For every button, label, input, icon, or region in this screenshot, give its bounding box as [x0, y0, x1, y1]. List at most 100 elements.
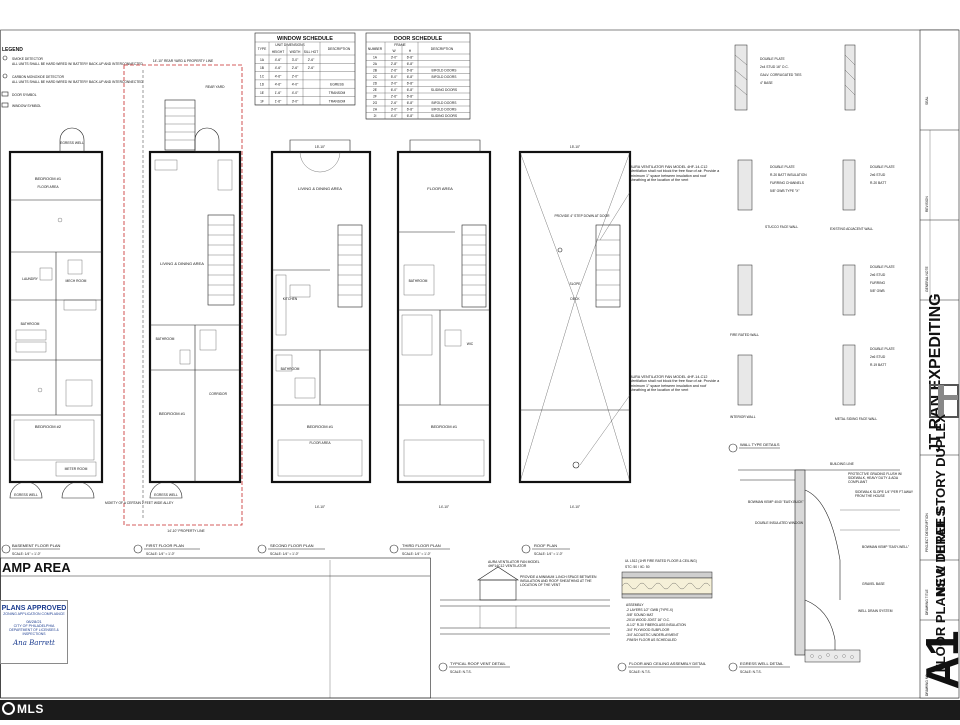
- plan-title: THIRD FLOOR PLAN: [402, 543, 441, 548]
- svg-text:2x6 STUD: 2x6 STUD: [870, 355, 886, 359]
- approval-stamp: PLANS APPROVED ZONING APPLICATION COMPLI…: [0, 600, 68, 664]
- project-description-label: PROJECT DESCRIPTION: [925, 513, 929, 552]
- door-schedule-cell: 5'-0": [391, 75, 398, 79]
- svg-text:R-19 BATT: R-19 BATT: [870, 363, 886, 367]
- plan-scale: SCALE: 1/4" = 1'-0": [402, 552, 432, 556]
- assembly-item: ASSEMBLY: [626, 603, 644, 607]
- detail-scale: SCALE: N.T.S.: [629, 670, 651, 674]
- legend: LEGEND SMOKE DETECTOR ALL UNITS SHALL BE…: [1, 47, 143, 108]
- svg-text:FURRING: FURRING: [870, 281, 885, 285]
- door-schedule-cell: 6'-8": [407, 69, 414, 73]
- roof-vent-detail: AURA VENTILATOR FAN MODEL 4HF14C12 VENTI…: [438, 560, 610, 674]
- window-schedule-cell: EGRESS: [330, 83, 345, 87]
- svg-text:DOUBLE PLATE: DOUBLE PLATE: [870, 265, 895, 269]
- watermark-bar: [0, 700, 960, 720]
- plan-title: ROOF PLAN: [534, 543, 557, 548]
- room-label: EGRESS WELL: [14, 493, 38, 497]
- svg-text:FURRING CHANNELS: FURRING CHANNELS: [770, 181, 805, 185]
- assembly-item: -3/4" PLYWOOD SUBFLOOR: [626, 628, 670, 632]
- plan-titles: BASEMENT FLOOR PLAN SCALE: 1/4" = 1'-0" …: [1, 543, 570, 556]
- legend-item: WINDOW SYMBOL: [12, 104, 41, 108]
- roof-vent-note: AURA VENTILATOR FAN MODEL 4HF14C12 VENTI…: [488, 560, 540, 568]
- co-detector-icon: [2, 73, 8, 79]
- door-schedule-cell: 6'-8": [407, 88, 414, 92]
- wall-type-label: FIRE RATED WALL: [730, 333, 759, 337]
- dimension-label: 15'-10": [570, 145, 581, 149]
- drawing-no-label: DRAWING NO.: [925, 673, 929, 696]
- door-schedule-cell: 2G: [373, 101, 378, 105]
- door-schedule-cell: 6'-8": [407, 114, 414, 118]
- door-schedule-cell: 2A: [373, 62, 378, 66]
- room-label: DECK: [570, 297, 580, 301]
- door-col-header: NUMBER: [368, 47, 383, 51]
- room-label: MECH ROOM: [66, 279, 87, 283]
- room-label: BATHROOM: [409, 279, 428, 283]
- room-label: SLOPE: [570, 282, 582, 286]
- door-schedule-cell: 2C: [373, 75, 378, 79]
- wall-type-details: DOUBLE PLATE 2x4 STUD 16" O.C. GALV. COR…: [728, 44, 895, 453]
- basement-floor-plan: BEDROOM #1 FLOOR AREA BEDROOM #2 BATHROO…: [8, 127, 104, 499]
- door-schedule-cell: 1A: [373, 56, 378, 60]
- project-name: NEW THREE STORY DUPLEX: [933, 414, 948, 596]
- room-label: WIC: [467, 342, 474, 346]
- legend-item: ALL UNITS SHALL BE HARD WIRED W/ BATTERY…: [12, 80, 143, 84]
- window-schedule-title: WINDOW SCHEDULE: [277, 36, 333, 42]
- plan-scale: SCALE: 1/4" = 1'-0": [12, 552, 42, 556]
- stamp-line: ZONING APPLICATION COMPLIANCE: [3, 612, 65, 616]
- detail-scale: SCALE: N.T.S.: [740, 670, 762, 674]
- window-schedule-cell: 4'-6": [275, 83, 282, 87]
- room-label: BEDROOM #1: [159, 411, 186, 416]
- title-block: SEAL REVISION GENERAL NOTE JT RAN EXPEDI…: [916, 29, 960, 699]
- window-col-header: SILL HGT: [304, 50, 319, 54]
- stamp-dept: CITY OF PHILADELPHIA: [13, 624, 55, 628]
- detail-scale: SCALE: N.T.S.: [450, 670, 472, 674]
- egress-label: WELL DRAIN SYSTEM: [858, 609, 893, 613]
- door-schedule-cell: 6'-8": [407, 82, 414, 86]
- egress-label: SIDEWALK SLOPE 1/4" PER FT AWAY FROM THE…: [855, 490, 913, 498]
- svg-text:4" BASE: 4" BASE: [760, 81, 774, 85]
- legend-item: DOOR SYMBOL: [12, 93, 37, 97]
- door-schedule-cell: 6'-8": [407, 56, 414, 60]
- room-label: METER ROOM: [65, 467, 88, 471]
- room-label: EGRESS WELL: [154, 493, 178, 497]
- window-schedule: WINDOW SCHEDULE UNIT DIMENSIONS TYPE HEI…: [254, 32, 356, 106]
- door-schedule-cell: SLIDING DOORS: [431, 114, 458, 118]
- room-label: EGRESS WELL: [60, 141, 84, 145]
- svg-text:DOUBLE PLATE: DOUBLE PLATE: [760, 57, 785, 61]
- window-symbol-icon: [1, 102, 9, 108]
- revision-label: REVISION: [925, 196, 929, 212]
- mls-watermark: MLS: [2, 702, 44, 716]
- bright-logo-icon: [2, 702, 15, 715]
- second-floor-plan: LIVING & DINING AREA KITCHEN BATHROOM BE…: [270, 139, 372, 509]
- floor-assembly-detail: UL L512 (1HR FIRE RATED FLOOR & CEILING)…: [617, 559, 713, 674]
- plan-title: BASEMENT FLOOR PLAN: [12, 543, 60, 548]
- plan-title: SECOND FLOOR PLAN: [270, 543, 314, 548]
- window-schedule-cell: 1'-6": [275, 99, 282, 103]
- drawing-name: FLOOR PLANS & DETAILS: [933, 507, 948, 672]
- door-schedule-cell: 2I: [374, 114, 377, 118]
- assembly-item: -5/8" SOUND MAT: [626, 613, 653, 617]
- door-schedule-cell: 4'-0": [391, 114, 398, 118]
- door-schedule-cell: 3'-0": [391, 82, 398, 86]
- assembly-item: -2X10 WOOD JOIST 16" O.C.: [626, 618, 670, 622]
- room-label: CORRIDOR: [209, 392, 228, 396]
- aura-notes: AURA VENTILATOR FAN MODEL 4HF-14-C12 Ven…: [579, 165, 719, 466]
- stamp-dept2: DEPARTMENT OF LICENSES & INSPECTIONS: [9, 628, 59, 636]
- svg-text:R-20 BATT: R-20 BATT: [870, 181, 886, 185]
- room-label: BEDROOM #2: [35, 424, 62, 429]
- room-label: FLOOR AREA: [309, 441, 331, 445]
- door-schedule-cell: 2D: [373, 82, 378, 86]
- svg-text:2x4 STUD 16" O.C.: 2x4 STUD 16" O.C.: [760, 65, 789, 69]
- svg-text:5/8" GWB: 5/8" GWB: [870, 289, 885, 293]
- door-schedule-cell: BIFOLD DOORS: [432, 69, 458, 73]
- wall-type-label: INTERIOR WALL: [730, 415, 756, 419]
- legend-title: LEGEND: [2, 47, 23, 53]
- room-label: BEDROOM #1: [35, 176, 62, 181]
- door-col-header: H: [409, 49, 412, 53]
- room-label: FLOOR AREA: [427, 186, 453, 191]
- window-schedule-cell: 1D: [260, 83, 265, 87]
- door-schedule-cell: 6'-0": [391, 88, 398, 92]
- dimension-label: 15'-10": [315, 145, 326, 149]
- wall-type-label: EXISTING ADJACENT WALL: [830, 227, 873, 231]
